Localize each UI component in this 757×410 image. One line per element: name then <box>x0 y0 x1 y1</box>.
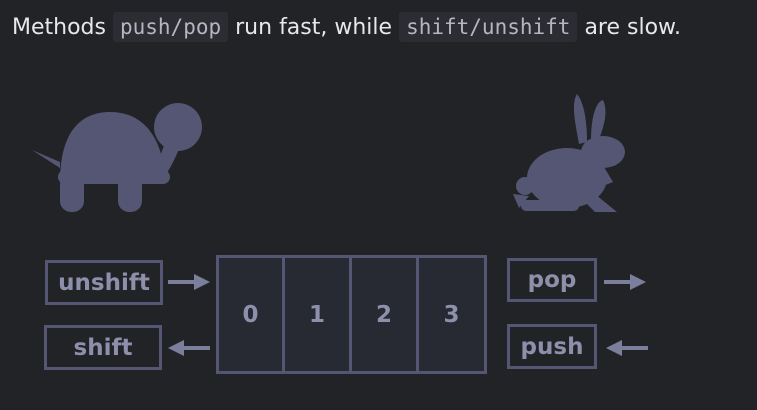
arrow-right-icon <box>168 274 210 290</box>
intro-suffix: are slow. <box>584 15 682 40</box>
slow-methods-code: shift/unshift <box>399 12 578 42</box>
array-cell: 2 <box>349 255 419 374</box>
unshift-label: unshift <box>45 260 163 305</box>
intro-prefix: Methods <box>12 15 106 40</box>
fast-methods-code: push/pop <box>112 12 229 42</box>
push-label: push <box>507 324 597 369</box>
arrow-right-icon <box>604 274 646 290</box>
arrow-left-icon <box>168 340 210 356</box>
rabbit-icon <box>513 94 625 212</box>
shift-label: shift <box>44 325 162 370</box>
intro-sentence: Methods push/pop run fast, while shift/u… <box>12 10 752 45</box>
turtle-icon <box>32 103 202 212</box>
pop-label: pop <box>507 258 597 302</box>
array-cell: 3 <box>416 255 487 374</box>
array-cell: 1 <box>282 255 352 374</box>
array-cell: 0 <box>216 255 285 374</box>
arrow-left-icon <box>606 340 648 356</box>
intro-middle: run fast, while <box>235 15 393 40</box>
